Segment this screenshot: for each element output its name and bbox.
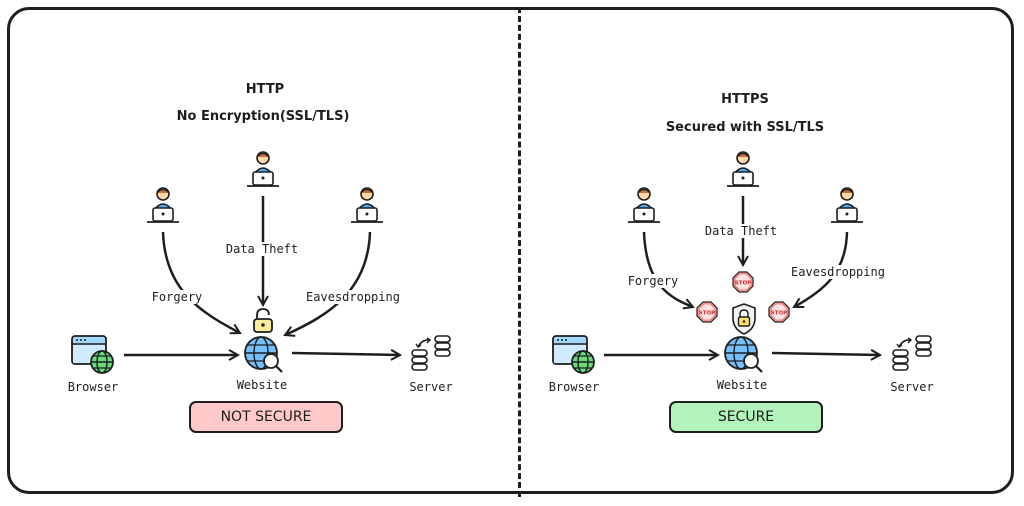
- https-server-label: Server: [888, 380, 936, 394]
- stop-sign-icon: STOP: [732, 271, 754, 293]
- browser-icon: [552, 335, 595, 374]
- browser-icon: [71, 335, 114, 374]
- attacker-icon: [351, 187, 383, 223]
- stop-sign-icon: STOP: [696, 301, 718, 323]
- http-server-label: Server: [407, 380, 455, 394]
- shield-lock-icon: [732, 303, 756, 335]
- diagram-frame: [7, 7, 1014, 494]
- attacker-icon: [147, 187, 179, 223]
- http-forgery-label: Forgery: [149, 290, 205, 304]
- svg-text:STOP: STOP: [699, 311, 715, 317]
- http-datatheft-label: Data Theft: [223, 242, 301, 256]
- http-eavesdropping-label: Eavesdropping: [304, 290, 402, 304]
- svg-text:STOP: STOP: [735, 281, 751, 287]
- section-divider: [518, 7, 521, 497]
- website-globe-icon: [724, 336, 763, 373]
- https-subtitle: Secured with SSL/TLS: [665, 120, 825, 135]
- https-website-server-arrow: [771, 353, 880, 355]
- https-website-label: Website: [714, 378, 770, 392]
- svg-text:STOP: STOP: [771, 311, 787, 317]
- http-subtitle: No Encryption(SSL/TLS): [176, 109, 350, 124]
- http-browser-label: Browser: [65, 380, 121, 394]
- http-title: HTTP: [245, 82, 285, 97]
- secure-badge: SECURE: [669, 401, 823, 433]
- website-globe-icon: [244, 336, 283, 373]
- not-secure-badge: NOT SECURE: [189, 401, 343, 433]
- http-website-label: Website: [234, 378, 290, 392]
- attacker-icon: [831, 187, 863, 223]
- https-forgery-label: Forgery: [625, 274, 681, 288]
- server-icon: [411, 335, 451, 371]
- https-browser-label: Browser: [546, 380, 602, 394]
- https-forgery-arrow: [642, 231, 693, 307]
- https-eavesdropping-label: Eavesdropping: [789, 265, 887, 279]
- attacker-icon: [628, 187, 660, 223]
- server-icon: [892, 335, 932, 371]
- attacker-icon: [727, 151, 759, 187]
- https-datatheft-label: Data Theft: [702, 224, 780, 238]
- http-website-server-arrow: [291, 353, 400, 355]
- attacker-icon: [247, 151, 279, 187]
- unlocked-padlock-icon: [253, 308, 273, 333]
- stop-sign-icon: STOP: [768, 301, 790, 323]
- https-title: HTTPS: [721, 92, 769, 107]
